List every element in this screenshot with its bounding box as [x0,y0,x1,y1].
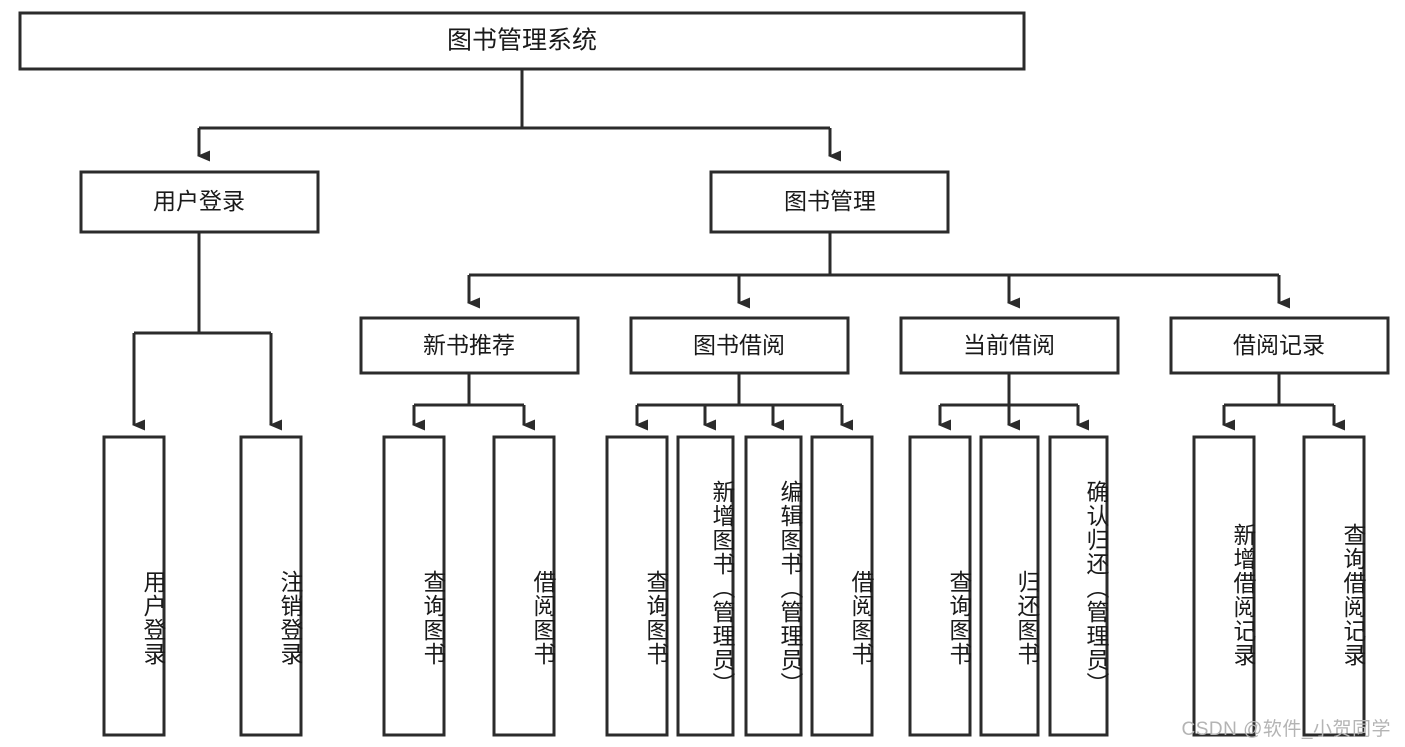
node-new-book-recommend-label: 新书推荐 [423,332,515,358]
leaf-logout-rect[interactable] [239,435,303,737]
leaf-confirm-return-rect[interactable] [1048,435,1109,737]
node-book-borrow-label: 图书借阅 [693,332,785,358]
connector-new-book-recommend-to-leaves [412,373,535,431]
node-book-management-label: 图书管理 [784,188,876,214]
leaf-query-book-1-rect[interactable] [382,435,446,737]
node-new-book-recommend-rect[interactable] [359,316,580,375]
leaf-query-book-2-rect[interactable] [605,435,669,737]
node-root[interactable]: 图书管理系统 [18,11,1026,71]
node-book-management-rect[interactable] [709,170,950,234]
leaf-borrow-book-2-rect[interactable] [810,435,874,737]
node-current-borrow[interactable]: 当前借阅 [899,316,1120,375]
connector-book-mgmt-to-level3 [467,232,1290,309]
leaf-user-login-rect[interactable] [102,435,166,737]
leaf-query-book-3-rect[interactable] [908,435,972,737]
leaf-add-book-rect[interactable] [676,435,735,737]
connector-current-borrow-to-leaves [938,373,1089,431]
node-new-book-recommend[interactable]: 新书推荐 [359,316,580,375]
node-borrow-record-rect[interactable] [1169,316,1390,375]
node-book-borrow-rect[interactable] [629,316,850,375]
node-borrow-record-label: 借阅记录 [1233,332,1325,358]
node-current-borrow-label: 当前借阅 [963,332,1055,358]
node-borrow-record[interactable]: 借阅记录 [1169,316,1390,375]
node-user-login-label: 用户登录 [153,188,245,214]
connector-borrow-record-to-leaves [1222,373,1345,431]
connector-user-login-to-leaves [132,232,282,431]
leaf-query-record-rect[interactable] [1302,435,1366,737]
node-book-borrow[interactable]: 图书借阅 [629,316,850,375]
leaf-return-book-rect[interactable] [979,435,1040,737]
connector-root-to-level2 [197,69,841,162]
connector-book-borrow-to-leaves [635,373,853,431]
csdn-watermark: CSDN @软件_小贺同学 [1181,719,1391,740]
leaf-edit-book-rect[interactable] [744,435,803,737]
node-root-rect[interactable] [18,11,1026,71]
node-user-login[interactable]: 用户登录 [79,170,320,234]
node-book-management[interactable]: 图书管理 [709,170,950,234]
leaf-borrow-book-1-rect[interactable] [492,435,556,737]
node-root-label: 图书管理系统 [447,27,597,55]
node-current-borrow-rect[interactable] [899,316,1120,375]
leaf-add-record-rect[interactable] [1192,435,1256,737]
